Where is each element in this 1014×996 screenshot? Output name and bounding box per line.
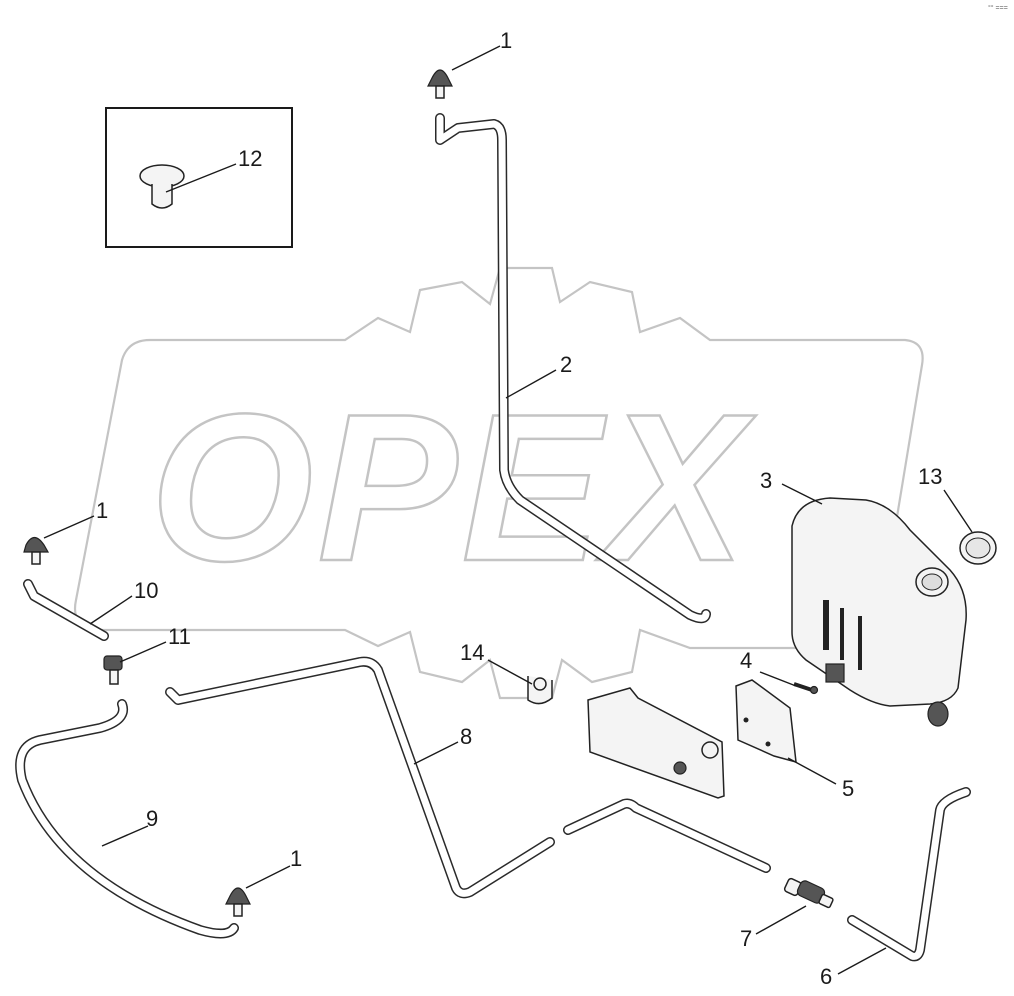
svg-text:10: 10 [134, 578, 158, 603]
svg-text:2: 2 [560, 352, 572, 377]
svg-text:4: 4 [740, 648, 752, 673]
callout-6: 6 [820, 947, 887, 989]
part-2-tube [435, 113, 711, 624]
part-3-reservoir-tank [791, 497, 967, 727]
svg-text:3: 3 [760, 468, 772, 493]
plug-cap-icon [139, 164, 185, 188]
svg-text:7: 7 [740, 926, 752, 951]
inset-box-part-12 [105, 107, 293, 248]
part-6-tube [847, 787, 971, 962]
part-9-tube [15, 699, 239, 939]
callout-14: 14 [460, 640, 533, 685]
svg-text:9: 9 [146, 806, 158, 831]
callout-7: 7 [740, 905, 807, 951]
svg-text:6: 6 [820, 964, 832, 989]
callout-11: 11 [119, 624, 191, 663]
callout-13: 13 [918, 464, 973, 533]
part-7-check-valve-icon [783, 877, 834, 909]
callout-1-left: 1 [43, 498, 108, 539]
part-5-bracket [735, 679, 797, 764]
callout-3: 3 [760, 468, 823, 505]
callout-1-top: 1 [451, 28, 512, 71]
corner-mark: °° === [988, 4, 1008, 12]
svg-text:1: 1 [96, 498, 108, 523]
part-4-screw-icon [793, 682, 819, 695]
callout-2: 2 [505, 352, 572, 399]
callout-12: 12 [165, 146, 262, 193]
callout-9: 9 [101, 806, 158, 847]
part-13-filler-cap-icon [959, 531, 997, 565]
part-11-connector-icon [103, 655, 123, 685]
part-10-tube [23, 579, 109, 641]
svg-text:1: 1 [290, 846, 302, 871]
callout-8: 8 [413, 724, 472, 765]
part-14-clip-icon [527, 676, 553, 705]
feed-tube-to-valve [563, 798, 771, 873]
callout-1-bottom: 1 [245, 846, 302, 889]
callout-4: 4 [740, 648, 797, 687]
nozzle-top-icon [427, 69, 453, 99]
part-8-tube [165, 656, 555, 899]
svg-text:11: 11 [168, 624, 191, 649]
callout-10: 10 [89, 578, 158, 625]
callout-5: 5 [787, 757, 854, 801]
nozzle-bottom-icon [225, 887, 251, 917]
svg-text:8: 8 [460, 724, 472, 749]
svg-text:14: 14 [460, 640, 484, 665]
svg-text:5: 5 [842, 776, 854, 801]
svg-text:1: 1 [500, 28, 512, 53]
svg-text:12: 12 [238, 146, 262, 171]
watermark-text: OPEX [150, 370, 756, 605]
mounting-bracket [587, 687, 725, 799]
opex-watermark-logo: OPEX [73, 266, 924, 700]
svg-text:13: 13 [918, 464, 942, 489]
nozzle-left-icon [23, 536, 50, 565]
